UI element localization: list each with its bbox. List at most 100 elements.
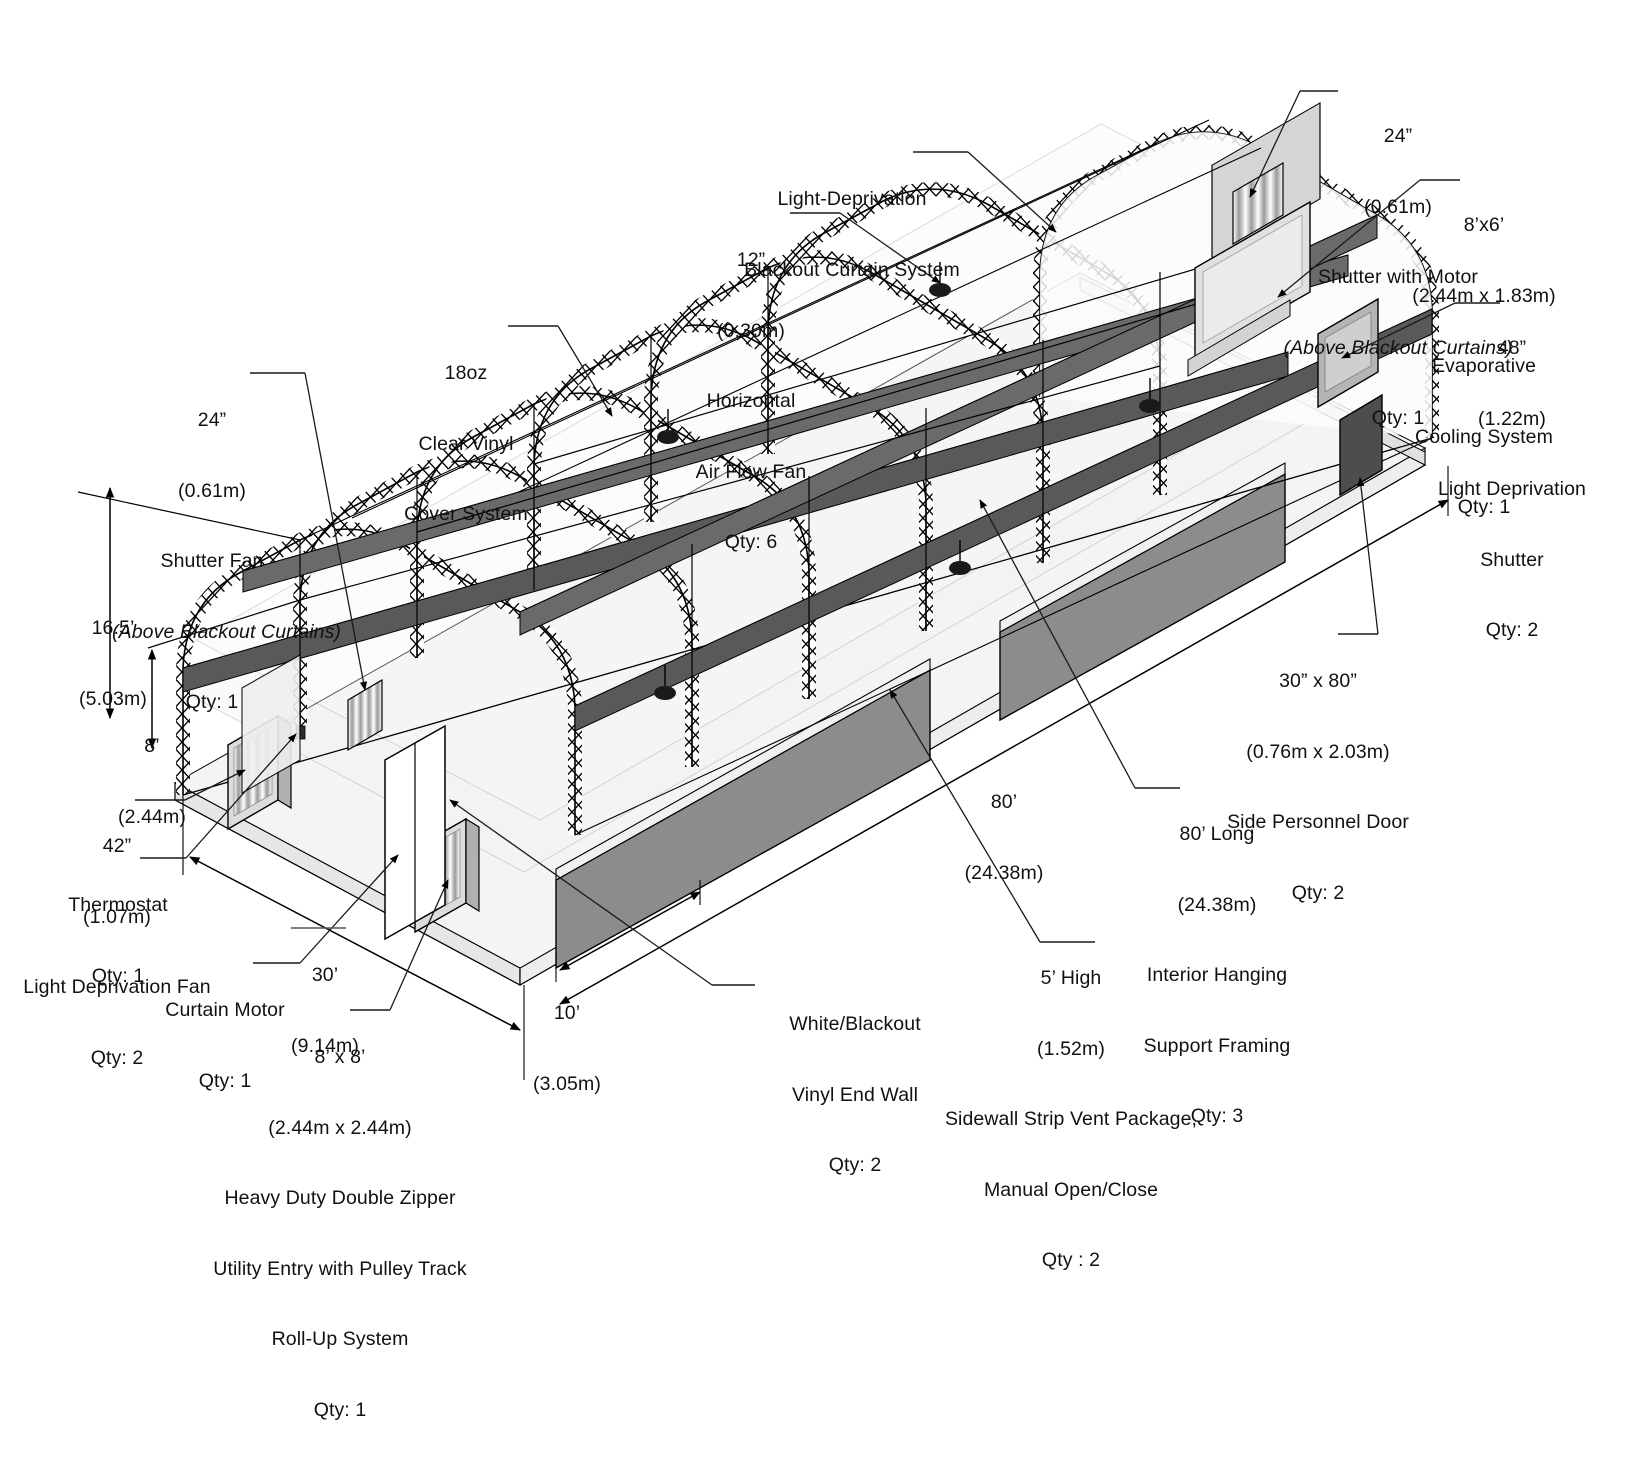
- callout-qty: Qty: 2: [1485, 619, 1539, 641]
- callout-name-line1: White/Blackout: [789, 1013, 921, 1035]
- dimension-imperial: 8’: [144, 735, 160, 757]
- callout-name-line1: Light Deprivation: [1437, 478, 1587, 500]
- callout-light-deprivation-shutter: 48” (1.22m) Light Deprivation Shutter Qt…: [1412, 290, 1612, 690]
- callout-size: 30” x 80”: [1279, 670, 1357, 692]
- haf-fan: [1146, 539, 1164, 551]
- callout-size: 8’ x 8’: [314, 1046, 366, 1068]
- dim-length: [559, 466, 1449, 1005]
- dim-peak-height: [77, 486, 301, 720]
- callout-qty: Qty: 2: [1291, 881, 1345, 904]
- callout-name-line1: Sidewall Strip Vent Package,: [944, 1108, 1198, 1130]
- shutter-fan-unit: [347, 678, 383, 752]
- callout-side-personnel-door: 30” x 80” (0.76m x 2.03m) Side Personnel…: [1188, 623, 1448, 952]
- callout-name-line2: Support Framing: [1143, 1034, 1291, 1057]
- callout-name-line2: Utility Entry with Pulley Track: [213, 1257, 467, 1280]
- dimension-peak-height: 16.5’ (5.03m): [58, 570, 168, 758]
- callout-name: Thermostat: [68, 894, 168, 916]
- callout-qty: Qty: 1: [313, 1398, 367, 1421]
- callout-metric: (0.61m): [1364, 195, 1432, 218]
- callout-zipper-utility-entry: 8’ x 8’ (2.44m x 2.44m) Heavy Duty Doubl…: [160, 999, 520, 1469]
- callout-name: Shutter with Motor: [1317, 266, 1479, 288]
- callout-metric: (0.76m x 2.03m): [1246, 740, 1390, 763]
- rear-wall-equipment: [1187, 161, 1383, 497]
- callout-name-line2: Manual Open/Close: [983, 1178, 1159, 1201]
- callout-size: 5’ High: [1040, 967, 1102, 989]
- callout-clear-vinyl-cover: 18oz Clear Vinyl Cover System: [386, 315, 546, 574]
- dimension-imperial: 80’: [990, 791, 1018, 813]
- callout-metric: (24.38m): [1177, 893, 1257, 916]
- callout-interior-hanging-support: 80’ Long (24.38m) Interior Hanging Suppo…: [1092, 776, 1342, 1176]
- callout-line2: Blackout Curtain System: [744, 258, 960, 281]
- callout-size: 80’ Long: [1179, 823, 1255, 845]
- callout-qty: Qty : 2: [1041, 1249, 1101, 1271]
- callout-name: Light Deprivation Fan: [23, 976, 211, 998]
- callout-size: 8’x6’: [1463, 214, 1505, 236]
- callout-shutter-with-motor: 24” (0.61m) Shutter with Motor (Above Bl…: [1283, 78, 1513, 478]
- shutter-with-motor-unit: [1232, 161, 1284, 246]
- callout-shutter-fan: 24” (0.61m) Shutter Fan (Above Blackout …: [112, 362, 342, 762]
- leader-lines: [135, 90, 1500, 1011]
- callout-size: 42”: [102, 835, 132, 857]
- dimension-metric: (3.05m): [533, 1072, 601, 1095]
- dimension-imperial: 16.5’: [91, 617, 135, 639]
- callout-size: 12”: [736, 249, 766, 271]
- callout-evaporative-cooling: 8’x6’ (2.44m x 1.83m) Evaporative Coolin…: [1368, 167, 1600, 567]
- dimension-imperial: 10’: [553, 1002, 581, 1024]
- callout-metric: (2.44m x 1.83m): [1412, 284, 1556, 307]
- callout-name-line1: Evaporative: [1431, 355, 1537, 377]
- callout-metric: (0.61m): [178, 479, 246, 502]
- callout-note: (Above Blackout Curtains): [112, 620, 342, 643]
- callout-curtain-motor: Curtain Motor Qty: 1: [130, 952, 320, 1140]
- callout-name: Curtain Motor: [165, 999, 285, 1021]
- callout-size: 24”: [1383, 125, 1413, 147]
- dimension-metric: (5.03m): [79, 687, 147, 710]
- callout-metric: (1.07m): [83, 905, 151, 928]
- callout-name-line2: Cooling System: [1415, 425, 1553, 448]
- dimension-bay-spacing: 10’ (3.05m): [512, 955, 622, 1143]
- callout-name-line3: Roll-Up System: [271, 1328, 409, 1350]
- dimension-width: 30’ (9.14m): [270, 917, 380, 1105]
- interior-hanging-support-framing: [299, 249, 1261, 601]
- callout-name-line2: Shutter: [1480, 548, 1544, 571]
- haf-fan: [657, 409, 679, 444]
- dimension-metric: (2.44m): [118, 805, 186, 828]
- dimension-imperial: 30’: [311, 964, 339, 986]
- callout-name-line1: Clear Vinyl: [418, 432, 514, 455]
- callout-blackout-curtain-system: Light-Deprivation Blackout Curtain Syste…: [722, 141, 982, 329]
- callout-size: 48”: [1497, 337, 1527, 359]
- callout-name-line2: Air Flow Fan: [695, 460, 807, 483]
- callout-qty: Qty: 3: [1190, 1105, 1244, 1127]
- callout-qty: Qty: 1: [91, 964, 145, 987]
- callout-size: 18oz: [444, 362, 488, 384]
- haf-fan: [1139, 378, 1161, 413]
- callout-light-deprivation-fan: 42” (1.07m) Light Deprivation Fan Qty: 2: [12, 788, 222, 1117]
- dim-width: [182, 795, 525, 1080]
- callout-metric: (1.22m): [1478, 407, 1546, 430]
- callout-name-line1: Horizontal: [706, 390, 796, 412]
- callout-qty: Qty: 1: [1371, 407, 1425, 429]
- callout-metric: (0.30m): [717, 319, 785, 342]
- callout-qty: Qty: 2: [90, 1046, 144, 1069]
- dimension-sidewall-height: 8’ (2.44m): [106, 688, 198, 876]
- callout-qty: Qty: 1: [1457, 496, 1511, 518]
- callout-note: (Above Blackout Curtains): [1283, 336, 1513, 359]
- callout-line1: Light-Deprivation: [777, 188, 927, 210]
- callout-name-line2: Cover System: [404, 503, 528, 525]
- callout-qty: Qty: 1: [198, 1069, 252, 1092]
- callout-name-line1: Interior Hanging: [1146, 964, 1288, 986]
- greenhouse-isometric-illustration: [77, 90, 1500, 1080]
- callout-metric: (1.52m): [1037, 1037, 1105, 1060]
- callout-name: Side Personnel Door: [1227, 811, 1409, 833]
- callout-metric: (2.44m x 2.44m): [268, 1116, 412, 1139]
- evaporative-cooling-unit: [1194, 200, 1311, 360]
- dim-sidewall-height: [147, 599, 301, 750]
- side-personnel-door-rear: [1339, 393, 1383, 497]
- callout-horizontal-air-flow-fan: 12” (0.30m) Horizontal Air Flow Fan Qty:…: [676, 202, 826, 602]
- callout-size: 24”: [197, 409, 227, 431]
- callout-qty: Qty: 1: [185, 691, 239, 713]
- callout-thermostat: Thermostat Qty: 1: [18, 847, 218, 1035]
- callout-name-line1: Heavy Duty Double Zipper: [224, 1187, 456, 1209]
- callout-name: Shutter Fan: [160, 550, 264, 572]
- dimension-metric: (24.38m): [964, 861, 1044, 884]
- diagram-canvas: 24” (0.61m) Shutter with Motor (Above Bl…: [12, 78, 1612, 1421]
